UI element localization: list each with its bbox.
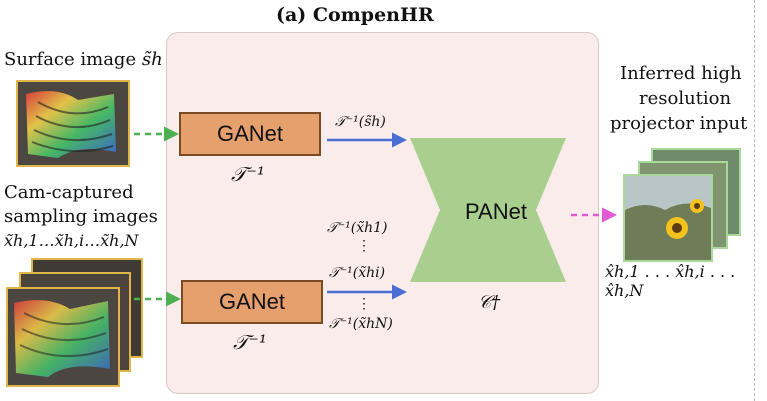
ganet-top-box: GANet	[179, 112, 321, 156]
ganet-bottom-output-i: 𝒯⁻¹(x̃hi)	[329, 265, 386, 281]
ganet-bottom-box: GANet	[181, 280, 323, 324]
ganet-top-operator: 𝒯⁻¹	[231, 162, 265, 186]
output-label-line1: Inferred high	[620, 63, 742, 84]
sampling-image-art	[8, 289, 118, 385]
output-label-line3: projector input	[610, 113, 748, 134]
ganet-bottom-output-N: 𝒯⁻¹(x̃hN)	[329, 316, 393, 332]
surface-image-art	[18, 82, 128, 165]
sampling-label-line2: sampling images	[4, 206, 158, 227]
ganet-bottom-output-1: 𝒯⁻¹(x̃h1)	[327, 220, 388, 236]
ganet-top-output: 𝒯⁻¹(s̃h)	[335, 114, 386, 130]
ganet-bottom-dots-1: ⋮	[357, 238, 371, 254]
sampling-image-front	[6, 287, 120, 387]
output-image-front	[623, 174, 713, 262]
sampling-symbol: x̃h,1…x̃h,i…x̃h,N	[4, 231, 139, 250]
output-label-line2: resolution	[639, 88, 732, 109]
panet-label: PANet	[465, 199, 527, 224]
surface-image-label-text: Surface image	[4, 49, 137, 70]
panet-shape	[410, 138, 566, 282]
ganet-bottom-dots-2: ⋮	[357, 296, 371, 312]
panet-symbol: 𝒞†	[478, 292, 501, 313]
ganet-top-label: GANet	[216, 121, 284, 146]
sunflower-icon	[666, 199, 704, 239]
surface-image-thumbnail	[16, 80, 130, 167]
ganet-bottom-label: GANet	[218, 289, 286, 314]
sampling-label-line1: Cam-captured	[4, 182, 134, 203]
figure-title: (a) CompenHR	[276, 4, 434, 26]
sunflower-photo	[625, 176, 711, 260]
ganet-bottom-operator: 𝒯⁻¹	[233, 330, 267, 354]
surface-image-label: Surface image s̃h	[4, 49, 163, 70]
output-symbol: x̂h,1 . . . x̂h,i . . . x̂h,N	[605, 262, 736, 300]
section-divider	[754, 0, 755, 401]
surface-image-symbol: s̃h	[141, 49, 163, 70]
